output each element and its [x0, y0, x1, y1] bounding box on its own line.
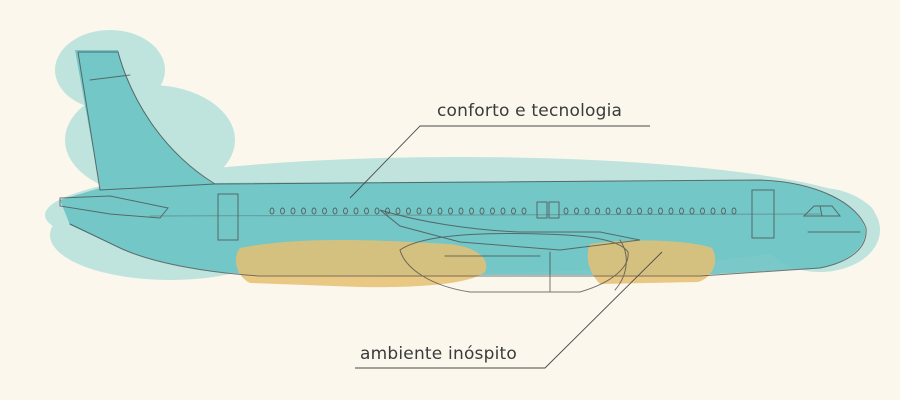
- cabin-window: [626, 207, 632, 215]
- sketch-outlines: [59, 51, 867, 293]
- cabin-windows: [269, 207, 737, 215]
- cabin-window: [731, 207, 737, 215]
- leader-line-bottom: [355, 251, 663, 369]
- cabin-window: [322, 207, 327, 215]
- cabin-window: [700, 207, 705, 215]
- label-comfort-technology: conforto e tecnologia: [437, 101, 623, 121]
- cabin-window: [479, 207, 485, 215]
- cabin-window: [710, 207, 716, 215]
- leader-line-top: [349, 125, 650, 199]
- cabin-window: [395, 207, 401, 215]
- cabin-window: [637, 207, 642, 215]
- cabin-window: [500, 207, 506, 215]
- callout-leaders: [349, 125, 663, 369]
- cabin-window: [595, 207, 600, 215]
- cabin-window: [416, 207, 422, 215]
- cabin-window: [584, 207, 590, 215]
- cabin-window: [332, 207, 338, 215]
- cabin-window: [511, 207, 516, 215]
- cabin-window: [374, 207, 380, 215]
- cabin-window: [343, 207, 348, 215]
- cabin-window: [280, 207, 285, 215]
- cabin-window: [521, 207, 527, 215]
- label-inhospitable-environment: ambiente inóspito: [360, 344, 517, 364]
- tail-fin-fill: [75, 50, 215, 188]
- cabin-window: [353, 207, 359, 215]
- cabin-window: [437, 207, 443, 215]
- cabin-window: [679, 207, 684, 215]
- cabin-window: [311, 207, 317, 215]
- cabin-window: [269, 207, 275, 215]
- cabin-window: [658, 207, 663, 215]
- cabin-window: [574, 207, 579, 215]
- cabin-window: [406, 207, 411, 215]
- cabin-window: [458, 207, 464, 215]
- cabin-window: [364, 207, 369, 215]
- cabin-window: [647, 207, 653, 215]
- cabin-window: [490, 207, 495, 215]
- cabin-window: [668, 207, 674, 215]
- cabin-window: [616, 207, 621, 215]
- cabin-window: [689, 207, 695, 215]
- cabin-window: [469, 207, 474, 215]
- cabin-window: [290, 207, 296, 215]
- cabin-window: [563, 207, 569, 215]
- cabin-window: [605, 207, 611, 215]
- cabin-window: [448, 207, 453, 215]
- cabin-window: [301, 207, 306, 215]
- cabin-window: [385, 207, 390, 215]
- cabin-window: [721, 207, 726, 215]
- cabin-window: [427, 207, 432, 215]
